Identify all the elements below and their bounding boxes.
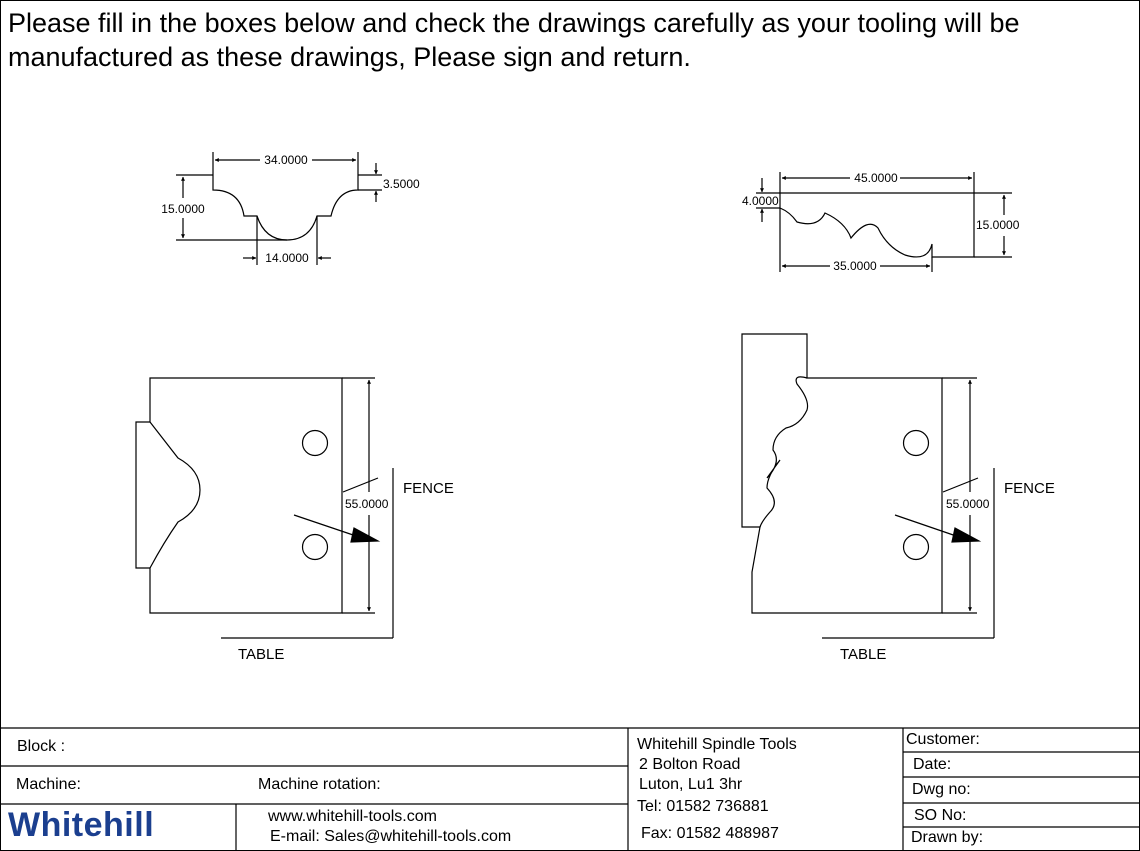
left-bottom-dim: 14.0000 (265, 251, 309, 265)
block-field-label[interactable]: Block : (17, 738, 66, 755)
so-no-field-label[interactable]: SO No: (914, 807, 967, 824)
right-width-dim: 45.0000 (854, 171, 898, 185)
email-text: E-mail: Sales@whitehill-tools.com (270, 828, 512, 845)
company-address-line2: Luton, Lu1 3hr (639, 776, 743, 793)
left-profile (176, 152, 382, 265)
whitehill-logo: Whitehill (8, 806, 155, 844)
left-cutter-block (135, 377, 394, 639)
left-table-label: TABLE (238, 646, 284, 663)
right-table-label: TABLE (840, 646, 886, 663)
right-step-dim: 4.0000 (742, 194, 779, 208)
right-fence-label: FENCE (1004, 480, 1055, 497)
right-cutter-block (741, 333, 995, 639)
left-cutter-height-dim: 55.0000 (345, 497, 389, 511)
left-height-dim: 15.0000 (161, 202, 205, 216)
left-width-dim: 34.0000 (264, 153, 308, 167)
machine-rotation-field-label[interactable]: Machine rotation: (258, 776, 381, 793)
dwg-no-field-label[interactable]: Dwg no: (912, 781, 971, 798)
drawn-by-field-label[interactable]: Drawn by: (911, 829, 984, 846)
date-field-label[interactable]: Date: (913, 756, 952, 773)
machine-field-label[interactable]: Machine: (16, 776, 81, 793)
customer-field-label[interactable]: Customer: (906, 731, 980, 748)
left-fence-label: FENCE (403, 480, 454, 497)
title-block-grid (0, 727, 1140, 851)
right-height-dim: 15.0000 (976, 218, 1020, 232)
company-address-line1: 2 Bolton Road (639, 756, 741, 773)
company-name: Whitehill Spindle Tools (637, 736, 797, 753)
company-fax: Fax: 01582 488987 (641, 825, 779, 842)
company-tel: Tel: 01582 736881 (637, 798, 769, 815)
instructions-text: Please fill in the boxes below and check… (8, 8, 1020, 72)
website-text: www.whitehill-tools.com (268, 808, 437, 825)
right-profile (756, 172, 1012, 272)
left-step-dim: 3.5000 (383, 177, 420, 191)
right-bottom-dim: 35.0000 (833, 259, 877, 273)
right-cutter-height-dim: 55.0000 (946, 497, 990, 511)
